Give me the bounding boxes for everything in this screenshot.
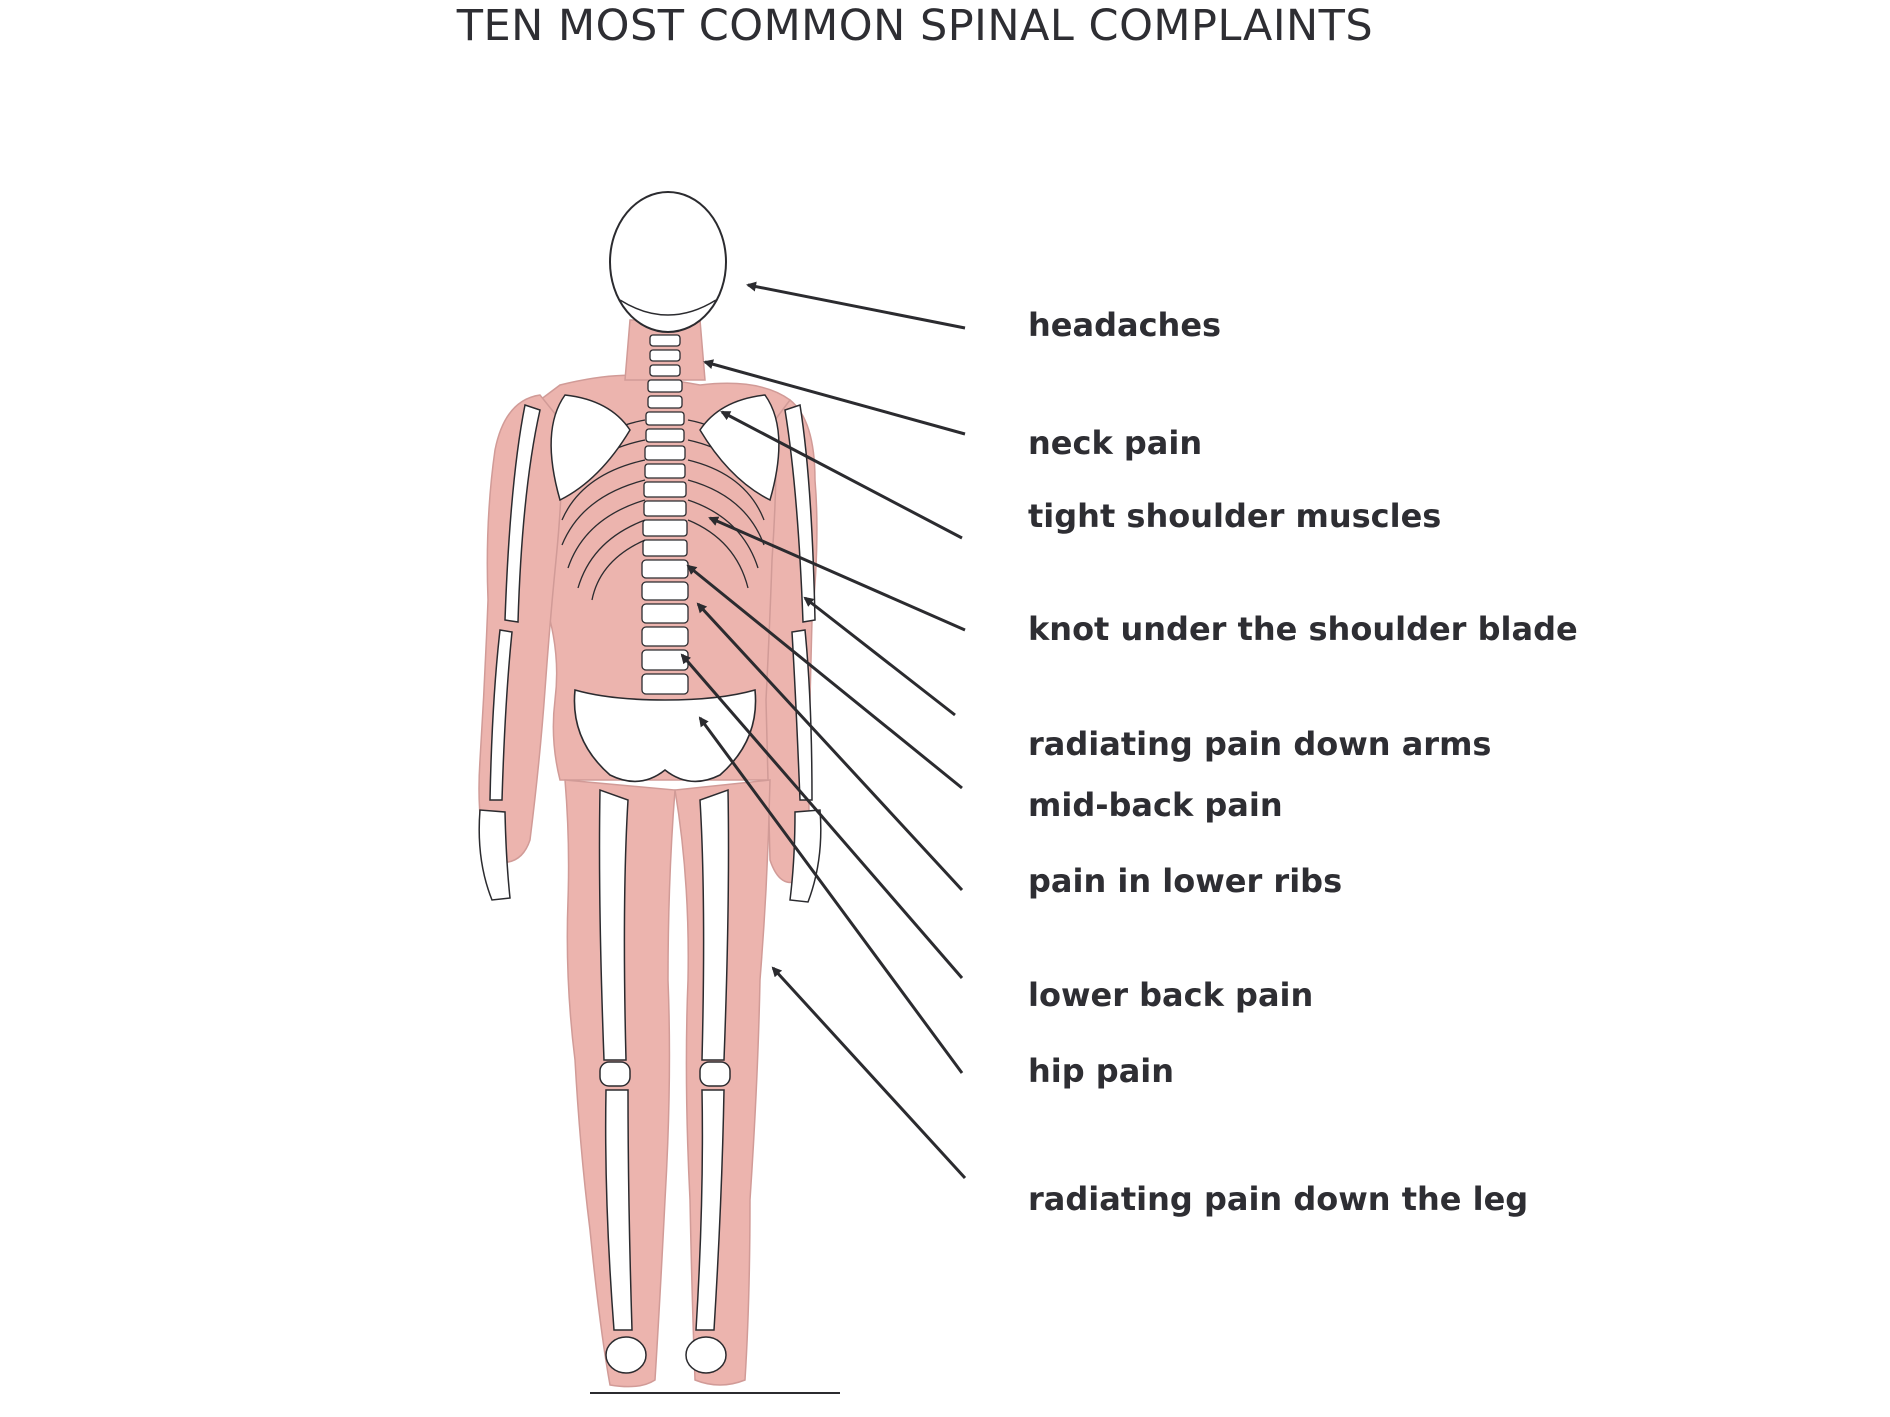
arrow-radiating-pain-down-arms bbox=[803, 596, 956, 717]
arrow-hip-pain bbox=[698, 716, 964, 1074]
label-tight-shoulder-muscles: tight shoulder muscles bbox=[1028, 497, 1442, 535]
right-shoulder-blade bbox=[699, 394, 780, 502]
arrow-knot-under-shoulder-blade bbox=[708, 516, 966, 632]
arrow-headaches bbox=[746, 281, 966, 330]
skull bbox=[609, 191, 727, 333]
leg-bones bbox=[598, 788, 731, 1374]
label-mid-back-pain: mid-back pain bbox=[1028, 786, 1283, 824]
left-shoulder-blade bbox=[550, 394, 631, 502]
label-hip-pain: hip pain bbox=[1028, 1052, 1175, 1090]
skull-base bbox=[619, 299, 717, 316]
arrow-lower-back-pain bbox=[680, 653, 964, 979]
label-pain-in-lower-ribs: pain in lower ribs bbox=[1028, 862, 1343, 900]
pelvis bbox=[573, 688, 757, 783]
arrow-tight-shoulder-muscles bbox=[720, 410, 963, 540]
arrow-pain-in-lower-ribs bbox=[696, 602, 964, 892]
body-figure bbox=[478, 191, 840, 1394]
label-headaches: headaches bbox=[1028, 306, 1222, 344]
label-lower-back-pain: lower back pain bbox=[1028, 976, 1314, 1014]
label-radiating-pain-down-arms: radiating pain down arms bbox=[1028, 725, 1492, 763]
spine bbox=[641, 334, 689, 695]
diagram-title: TEN MOST COMMON SPINAL COMPLAINTS bbox=[456, 1, 1374, 51]
label-radiating-pain-down-leg: radiating pain down the leg bbox=[1028, 1180, 1529, 1218]
pointer-arrows bbox=[680, 281, 967, 1180]
arrow-mid-back-pain bbox=[686, 564, 963, 790]
arrow-neck-pain bbox=[703, 359, 966, 436]
label-knot-under-shoulder-blade: knot under the shoulder blade bbox=[1028, 610, 1578, 648]
label-neck-pain: neck pain bbox=[1028, 424, 1203, 462]
arrow-radiating-pain-down-leg bbox=[771, 966, 967, 1180]
